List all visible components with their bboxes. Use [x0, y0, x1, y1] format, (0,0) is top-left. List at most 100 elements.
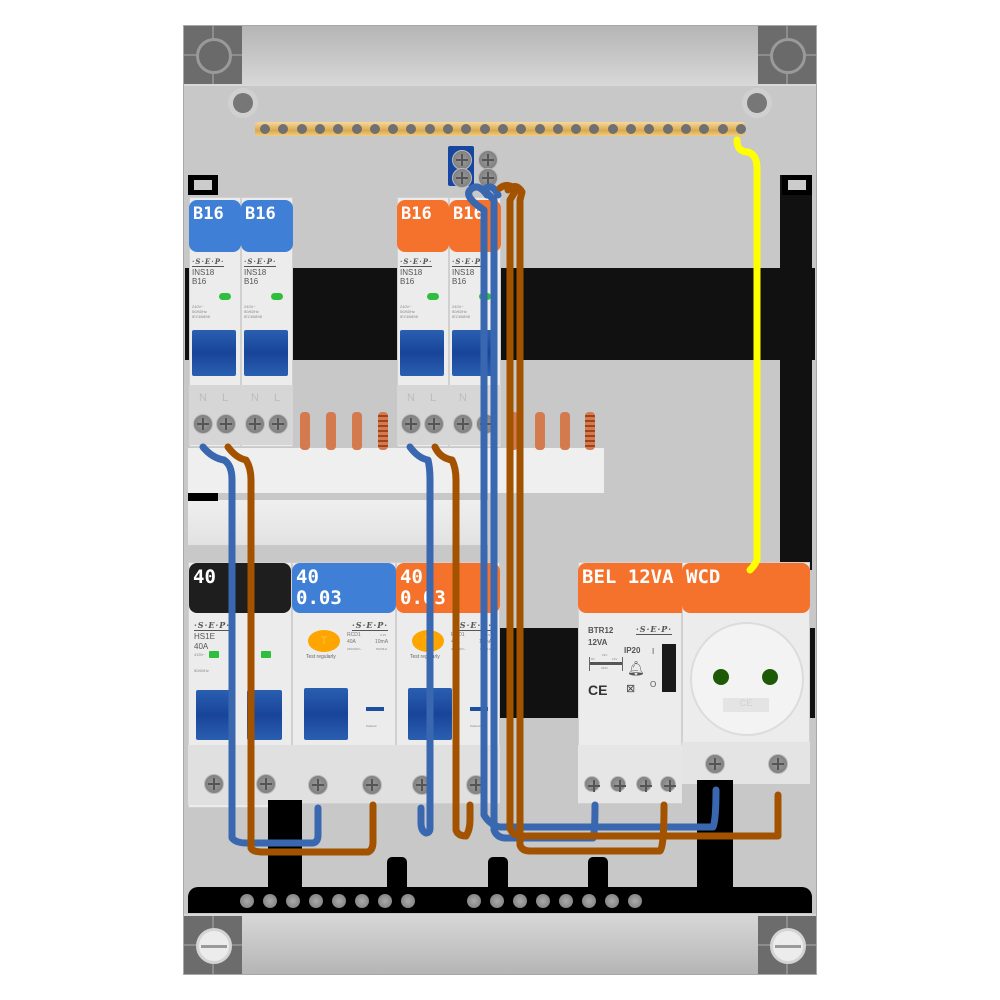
brand-logo: ·S·E·P·	[244, 257, 277, 267]
mcb-toggle[interactable]	[244, 330, 288, 376]
bar-screw	[332, 894, 346, 908]
busbar-screw	[278, 124, 289, 134]
mcb-model: INS18	[400, 268, 423, 277]
rcd-sensitivity-label: 0.03	[296, 587, 342, 609]
mcb-toggle[interactable]	[452, 330, 496, 376]
neutral-wire	[406, 443, 434, 837]
rcd-toggle[interactable]	[304, 688, 348, 740]
padlock-bar	[470, 707, 488, 711]
bar-tab	[387, 857, 407, 891]
terminal-screw	[584, 776, 600, 792]
mcb-rating: B16	[452, 277, 467, 286]
terminal-screw	[256, 774, 276, 794]
main-switch-cap-label: 40	[193, 566, 216, 588]
socket-cap-label: WCD	[686, 566, 721, 588]
terminal-screw	[245, 414, 265, 434]
switch-off-label: O	[650, 680, 657, 689]
busbar-screw	[680, 124, 691, 134]
busbar-screw	[717, 124, 728, 134]
status-indicator	[427, 293, 439, 300]
corner-screw-bottom-left	[184, 916, 242, 974]
mcb-spec: 240V~	[400, 304, 412, 309]
terminal-screw	[308, 775, 328, 795]
busbar-screw	[735, 124, 746, 134]
socket-terminals	[682, 742, 810, 784]
terminal-screw	[193, 414, 213, 434]
ce-mark: CE	[588, 682, 608, 698]
live-feed	[504, 183, 668, 855]
busbar-screw	[406, 124, 417, 134]
busbar-screw	[607, 124, 618, 134]
live-feed	[496, 181, 782, 840]
bell-model: BTR12	[588, 626, 614, 635]
brand-logo: ·S·E·P·	[400, 257, 433, 267]
socket-face[interactable]	[690, 622, 804, 736]
busbar-screw	[534, 124, 545, 134]
rail-support-right	[780, 175, 812, 570]
terminal-screw	[216, 414, 236, 434]
busbar-screw	[644, 124, 655, 134]
mcb-cap: B16	[241, 200, 293, 252]
bar-screw	[513, 894, 527, 908]
clip-right	[782, 175, 812, 195]
mcb-cap-label: B16	[401, 204, 432, 224]
comb-pin	[535, 412, 545, 450]
earth-busbar	[255, 122, 746, 136]
comb-pin	[326, 412, 336, 450]
bar-screw	[467, 894, 481, 908]
terminal-label-n: N	[199, 392, 207, 404]
mcb-cap-label: B16	[193, 204, 224, 224]
mcb-spec: IEC60898	[192, 314, 210, 319]
bar-screw	[401, 894, 415, 908]
brand-logo: ·S·E·P·	[456, 620, 493, 631]
bar-screw	[286, 894, 300, 908]
bottom-cover	[184, 914, 816, 974]
mcb-spec: 50/60Hz	[244, 309, 259, 314]
top-cover	[184, 26, 816, 86]
terminal-screw	[636, 776, 652, 792]
rcd-sensitivity: 10mA	[375, 639, 389, 645]
rcd-terminals	[292, 745, 396, 803]
status-indicator	[219, 293, 231, 300]
brand-logo: ·S·E·P·	[452, 257, 485, 267]
main-switch-toggle-1[interactable]	[196, 690, 231, 740]
terminal-label-l: L	[430, 392, 437, 404]
comb-cover-left	[188, 448, 396, 493]
terminal-screw	[705, 754, 725, 774]
terminal-screw	[268, 414, 288, 434]
bar-tab	[588, 857, 608, 891]
bell-switch[interactable]	[662, 644, 676, 692]
busbar-screw	[388, 124, 399, 134]
mcb-spec: IEC60898	[244, 314, 262, 319]
bell-out-24v: 24V	[602, 653, 608, 657]
busbar-screw	[443, 124, 453, 134]
bar-screw	[582, 894, 596, 908]
bar-screw	[263, 894, 277, 908]
mount-screw-right	[747, 93, 767, 113]
terminal-label-n: N	[251, 392, 259, 404]
mount-screw-left	[233, 93, 253, 113]
corner-screw-bottom-right	[758, 916, 816, 974]
bell-icon: 🔔︎	[627, 660, 645, 676]
busbar-screw	[516, 124, 527, 134]
bar-screw	[490, 894, 504, 908]
rcd-test-button[interactable]: T	[308, 630, 340, 652]
rcd-std: 50/60Hz	[376, 647, 388, 651]
socket-cap: WCD	[682, 563, 810, 613]
busbar-screw	[662, 124, 673, 134]
bar-screw	[536, 894, 550, 908]
terminal-screw	[401, 414, 421, 434]
bar-screw	[559, 894, 573, 908]
rcd-voltage: 230/240V~	[347, 647, 362, 651]
rcd-sensitivity-label: 0.03	[400, 587, 446, 609]
main-switch-model: HS1E	[194, 632, 215, 641]
bar-screw	[355, 894, 369, 908]
terminal-screw	[453, 414, 473, 434]
clip-left	[188, 175, 218, 195]
mcb-toggle[interactable]	[400, 330, 444, 376]
mcb-toggle[interactable]	[192, 330, 236, 376]
terminal-screw	[424, 414, 444, 434]
terminal-label-l: L	[222, 392, 229, 404]
padlock-label: Padlock	[470, 724, 481, 728]
